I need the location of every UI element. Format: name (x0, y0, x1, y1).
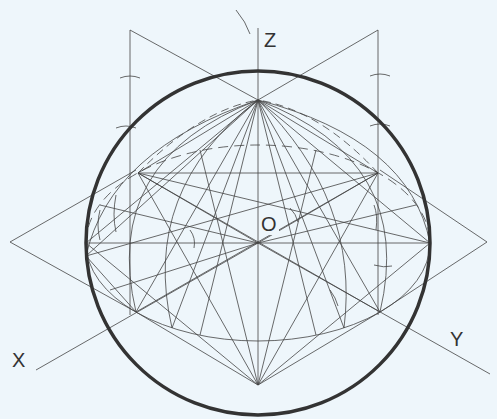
axis-label: Y (448, 328, 465, 350)
sphere-outline (86, 71, 430, 415)
z-axis (258, 28, 259, 243)
x-axis (36, 243, 258, 370)
equator-back (86, 145, 430, 243)
origin-label: O (259, 213, 279, 235)
axis-label: X (10, 349, 27, 371)
axis-label: Z (262, 29, 278, 51)
construction-lines (10, 10, 490, 385)
